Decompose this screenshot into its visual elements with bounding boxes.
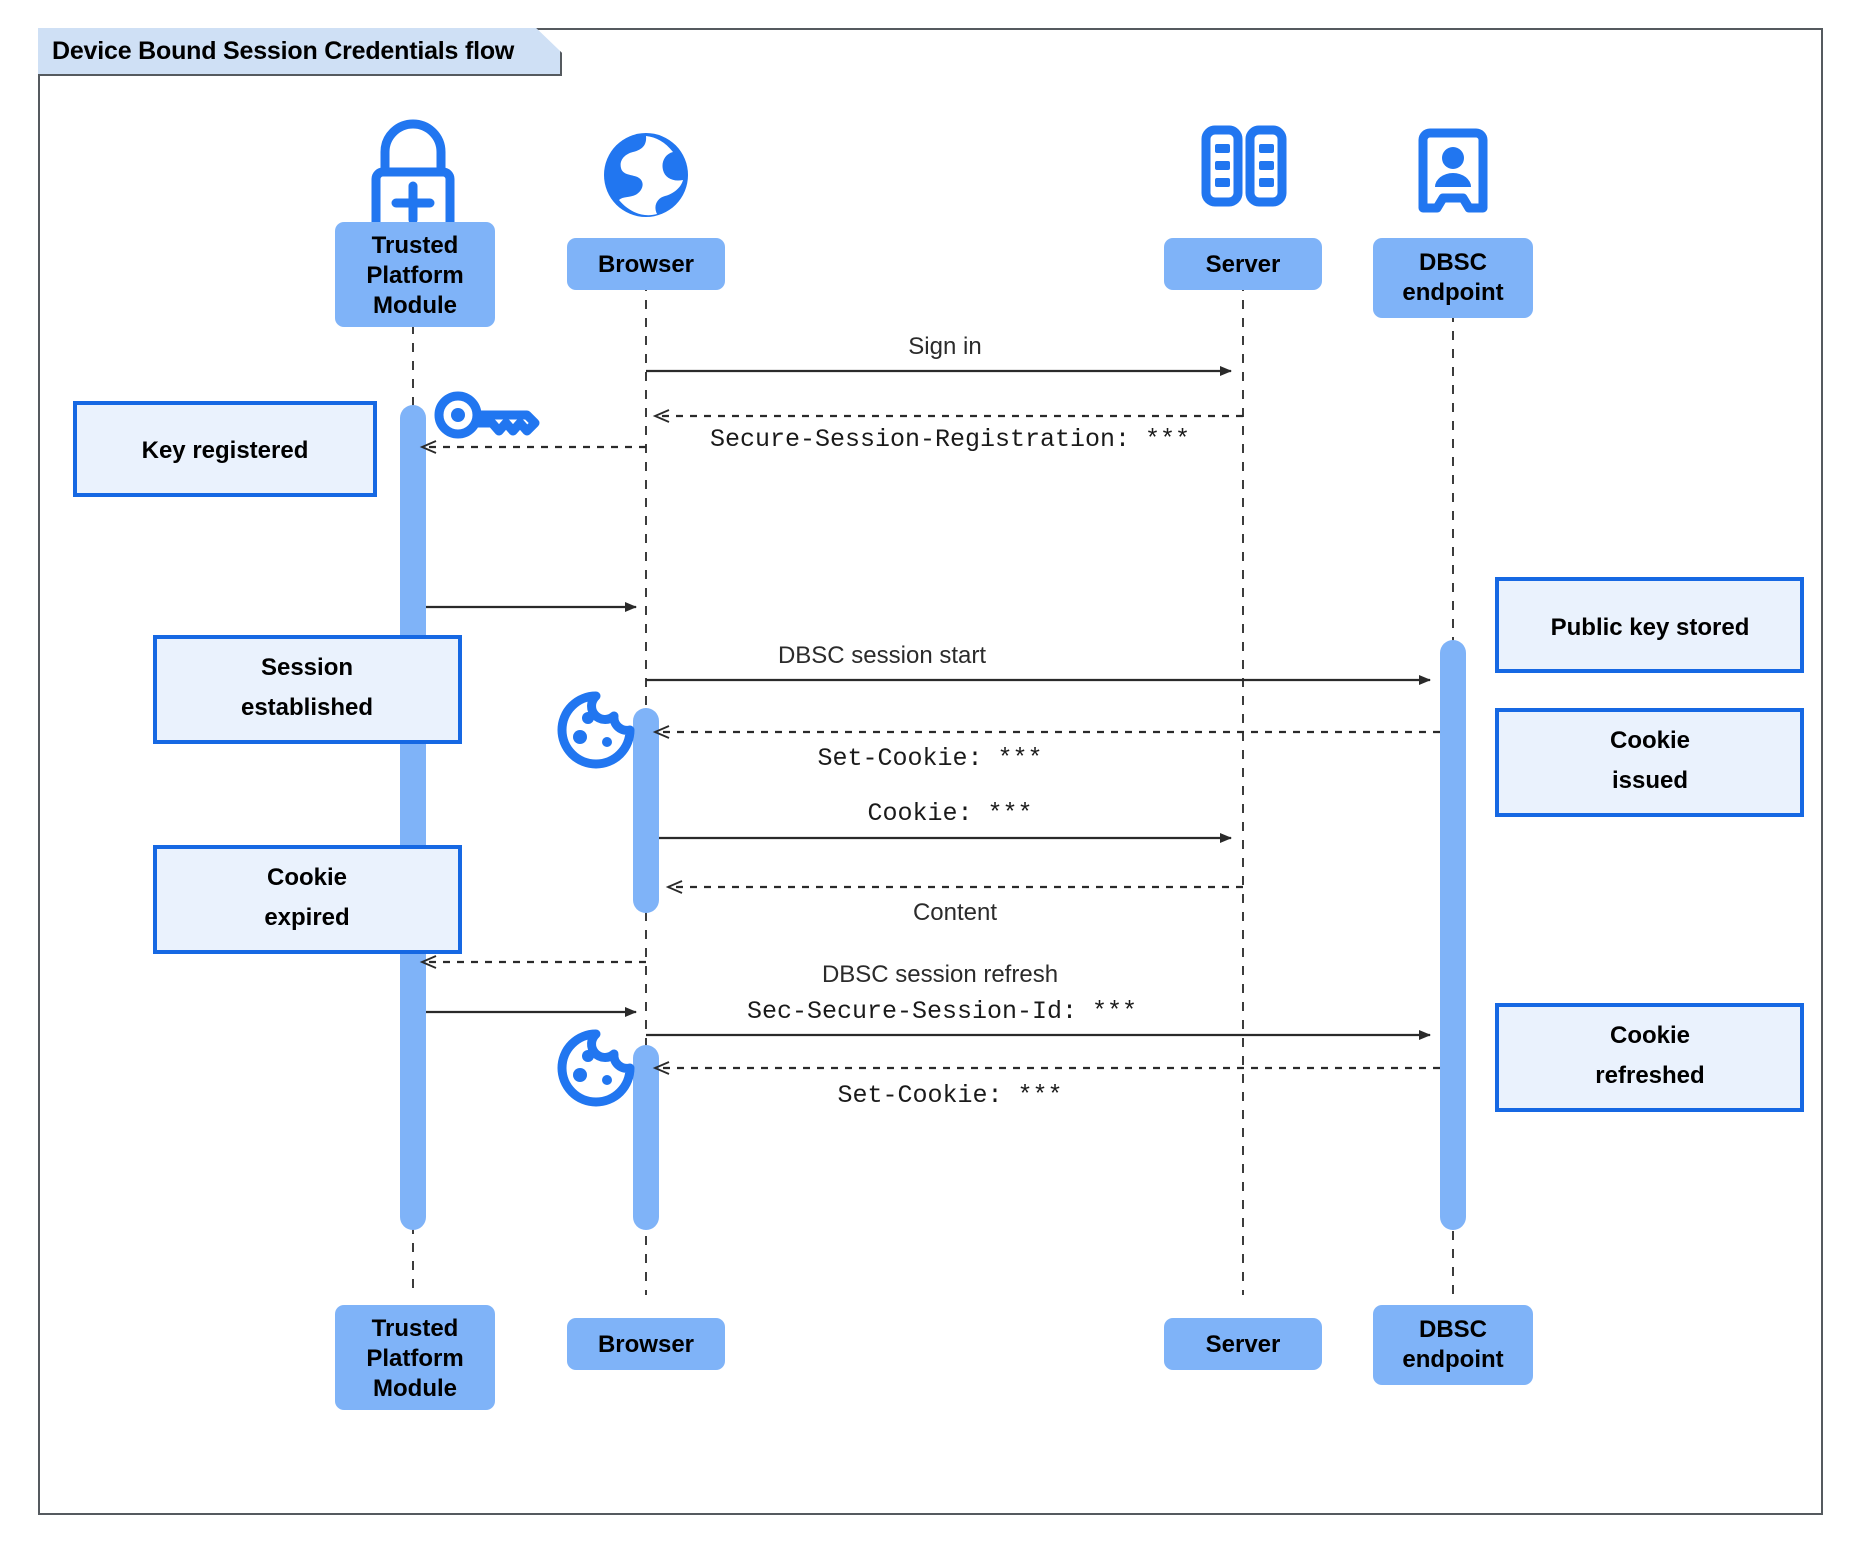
message-set-cookie-1: Set-Cookie: *** xyxy=(652,725,1440,773)
message-secure-session-registration: Secure-Session-Registration: *** xyxy=(652,409,1243,454)
message-set-cookie-2: Set-Cookie: *** xyxy=(652,1061,1440,1110)
message-content-label: Content xyxy=(913,899,997,926)
participant-dbsc-bottom-rect[interactable] xyxy=(1373,1305,1533,1385)
participant-tpm-top-rect[interactable] xyxy=(335,222,495,327)
participant-dbsc-bottom-line-1: DBSC xyxy=(1419,1316,1487,1343)
participant-box-browser-bottom[interactable]: Browser xyxy=(567,1318,725,1370)
note-cookie-issued-line-2: issued xyxy=(1612,767,1688,794)
activation-browser-1 xyxy=(633,708,659,913)
participant-tpm-top-line-2: Platform xyxy=(366,262,463,289)
message-secure-session-registration-label: Secure-Session-Registration: *** xyxy=(710,425,1190,454)
note-cookie-expired: Cookie expired xyxy=(153,845,462,954)
lock-plus-icon xyxy=(371,119,455,239)
note-cookie-refreshed-line-1: Cookie xyxy=(1610,1022,1690,1049)
cookie-icon-1 xyxy=(557,691,635,769)
message-sign-in-label: Sign in xyxy=(908,333,981,360)
participant-browser-bottom-label: Browser xyxy=(598,1331,694,1358)
note-public-key-stored-rect xyxy=(1495,577,1804,673)
activation-bars xyxy=(400,405,1466,1230)
participant-dbsc-bottom-line-2: endpoint xyxy=(1402,1346,1503,1373)
note-public-key-stored: Public key stored xyxy=(1495,577,1804,673)
participant-server-bottom-rect[interactable] xyxy=(1164,1318,1322,1370)
note-cookie-issued: Cookie issued xyxy=(1495,708,1804,817)
participant-tpm-top-line-1: Trusted xyxy=(372,232,459,259)
message-cookie: Cookie: *** xyxy=(659,799,1232,843)
frame-title-tab: Device Bound Session Credentials flow xyxy=(38,28,562,76)
cookie-icon-2 xyxy=(557,1029,635,1107)
note-key-registered-line-1: Key registered xyxy=(142,437,309,464)
participant-server-top-label: Server xyxy=(1206,251,1281,278)
frame-title-label: Device Bound Session Credentials flow xyxy=(52,36,515,65)
note-cookie-expired-line-1: Cookie xyxy=(267,864,347,891)
note-session-established-rect xyxy=(153,635,462,744)
note-cookie-refreshed-line-2: refreshed xyxy=(1595,1062,1704,1089)
id-badge-icon xyxy=(1418,128,1488,213)
note-session-established-line-1: Session xyxy=(261,654,353,681)
participant-browser-top-label: Browser xyxy=(598,251,694,278)
participant-tpm-bottom-line-2: Platform xyxy=(366,1345,463,1372)
participant-browser-top-rect[interactable] xyxy=(567,238,725,290)
message-dbsc-session-start: DBSC session start xyxy=(646,642,1431,685)
participant-dbsc-top-line-2: endpoint xyxy=(1402,279,1503,306)
note-cookie-refreshed-rect xyxy=(1495,1003,1804,1112)
participant-dbsc-top-rect[interactable] xyxy=(1373,238,1533,318)
participant-box-dbsc-top[interactable]: DBSC endpoint xyxy=(1373,238,1533,318)
participant-dbsc-top-line-1: DBSC xyxy=(1419,249,1487,276)
message-dbsc-session-refresh-label: Sec-Secure-Session-Id: *** xyxy=(747,997,1137,1026)
participant-box-server-top[interactable]: Server xyxy=(1164,238,1322,290)
participant-tpm-top-line-3: Module xyxy=(373,292,457,319)
note-cookie-expired-line-2: expired xyxy=(264,904,349,931)
note-cookie-issued-line-1: Cookie xyxy=(1610,727,1690,754)
participant-tpm-bottom-line-1: Trusted xyxy=(372,1315,459,1342)
note-key-registered: Key registered xyxy=(73,401,377,497)
note-session-established-line-2: established xyxy=(241,694,373,721)
participant-box-dbsc-bottom[interactable]: DBSC endpoint xyxy=(1373,1305,1533,1385)
participant-server-top-rect[interactable] xyxy=(1164,238,1322,290)
activation-tpm xyxy=(400,405,426,1230)
message-cookie-label: Cookie: *** xyxy=(867,799,1032,828)
note-cookie-refreshed: Cookie refreshed xyxy=(1495,1003,1804,1112)
key-icon xyxy=(434,391,540,439)
note-cookie-issued-rect xyxy=(1495,708,1804,817)
note-public-key-stored-line-1: Public key stored xyxy=(1551,614,1750,641)
note-cookie-expired-rect xyxy=(153,845,462,954)
participant-tpm-bottom-rect[interactable] xyxy=(335,1305,495,1410)
message-dbsc-session-start-label: DBSC session start xyxy=(778,642,986,669)
participant-box-browser-top[interactable]: Browser xyxy=(567,238,725,290)
participant-tpm-bottom-line-3: Module xyxy=(373,1375,457,1402)
note-session-established: Session established xyxy=(153,635,462,744)
participant-box-server-bottom[interactable]: Server xyxy=(1164,1318,1322,1370)
message-set-cookie-1-label: Set-Cookie: *** xyxy=(817,744,1042,773)
globe-icon xyxy=(604,133,688,217)
message-sign-in: Sign in xyxy=(646,333,1232,376)
participant-box-tpm-top[interactable]: Trusted Platform Module xyxy=(335,222,495,327)
server-rack-icon xyxy=(1201,125,1287,207)
note-key-registered-rect xyxy=(73,401,377,497)
message-content: Content xyxy=(665,880,1243,926)
participant-browser-bottom-rect[interactable] xyxy=(567,1318,725,1370)
participant-box-tpm-bottom[interactable]: Trusted Platform Module xyxy=(335,1305,495,1410)
activation-dbsc xyxy=(1440,640,1466,1230)
message-dbsc-session-refresh-label-top: DBSC session refresh xyxy=(822,961,1058,988)
activation-browser-2 xyxy=(633,1045,659,1230)
message-set-cookie-2-label: Set-Cookie: *** xyxy=(837,1081,1062,1110)
participant-server-bottom-label: Server xyxy=(1206,1331,1281,1358)
message-dbsc-session-refresh: DBSC session refresh Sec-Secure-Session-… xyxy=(646,961,1431,1040)
